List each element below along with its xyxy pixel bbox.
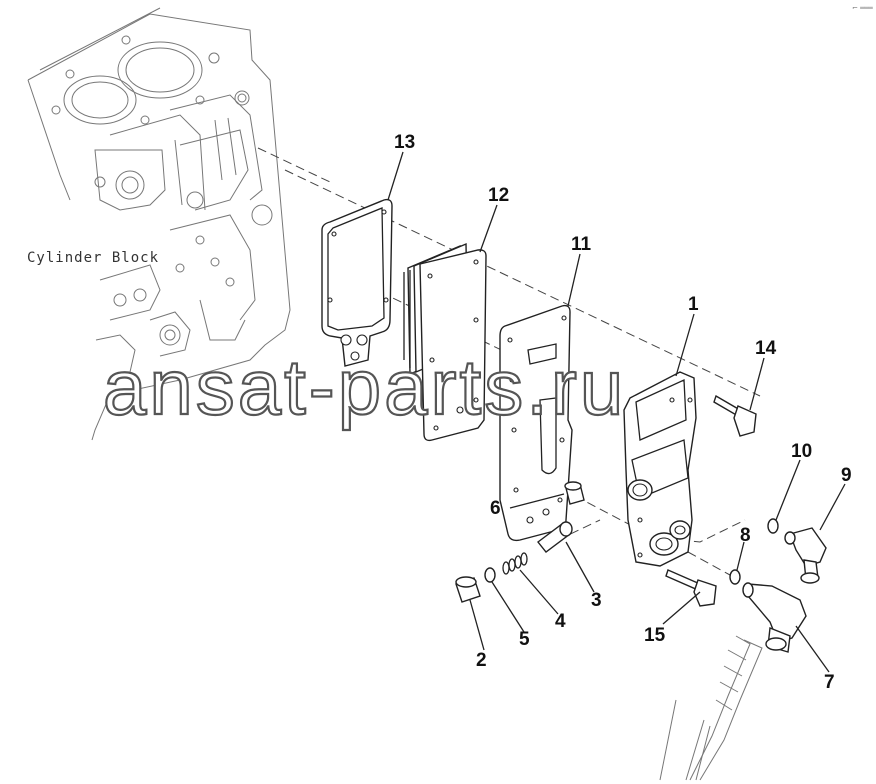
gasket-11 [499,304,573,542]
bolt-14 [713,394,757,437]
callout-2: 2 [476,650,487,671]
callout-8: 8 [740,525,751,546]
corner-mark: ⌐ ═══ [852,4,874,12]
cooler-core-12 [403,242,487,442]
watermark-text: ansat-parts.ru [103,343,626,431]
valve-3 [537,521,573,553]
plug-2 [455,576,481,603]
callout-3: 3 [591,590,602,611]
plug-6 [564,481,585,505]
callout-7: 7 [824,672,835,693]
elbow-fitting-9 [784,527,827,584]
callout-13: 13 [394,132,415,153]
elbow-fitting-7 [659,582,807,781]
cylinder-block-label: Cylinder Block [27,250,159,266]
cylinder-block-drawing [27,7,291,441]
callout-1: 1 [688,294,699,315]
callouts: 13 12 11 1 14 10 9 6 8 3 4 5 15 2 7 [394,132,852,693]
gasket-13 [321,198,393,367]
leader-lines [387,151,846,673]
callout-9: 9 [841,465,852,486]
callout-14: 14 [755,338,777,359]
cooler-housing-1 [623,371,697,567]
o-ring-8 [729,569,741,585]
callout-5: 5 [519,629,530,650]
bolt-15 [665,569,717,607]
o-ring-5 [484,567,496,583]
callout-6: 6 [490,498,501,519]
callout-10: 10 [791,441,812,462]
spring-4 [502,552,528,575]
callout-15: 15 [644,625,666,646]
callout-11: 11 [571,234,592,255]
o-ring-10 [767,518,779,534]
callout-12: 12 [488,185,509,206]
callout-4: 4 [555,611,566,632]
